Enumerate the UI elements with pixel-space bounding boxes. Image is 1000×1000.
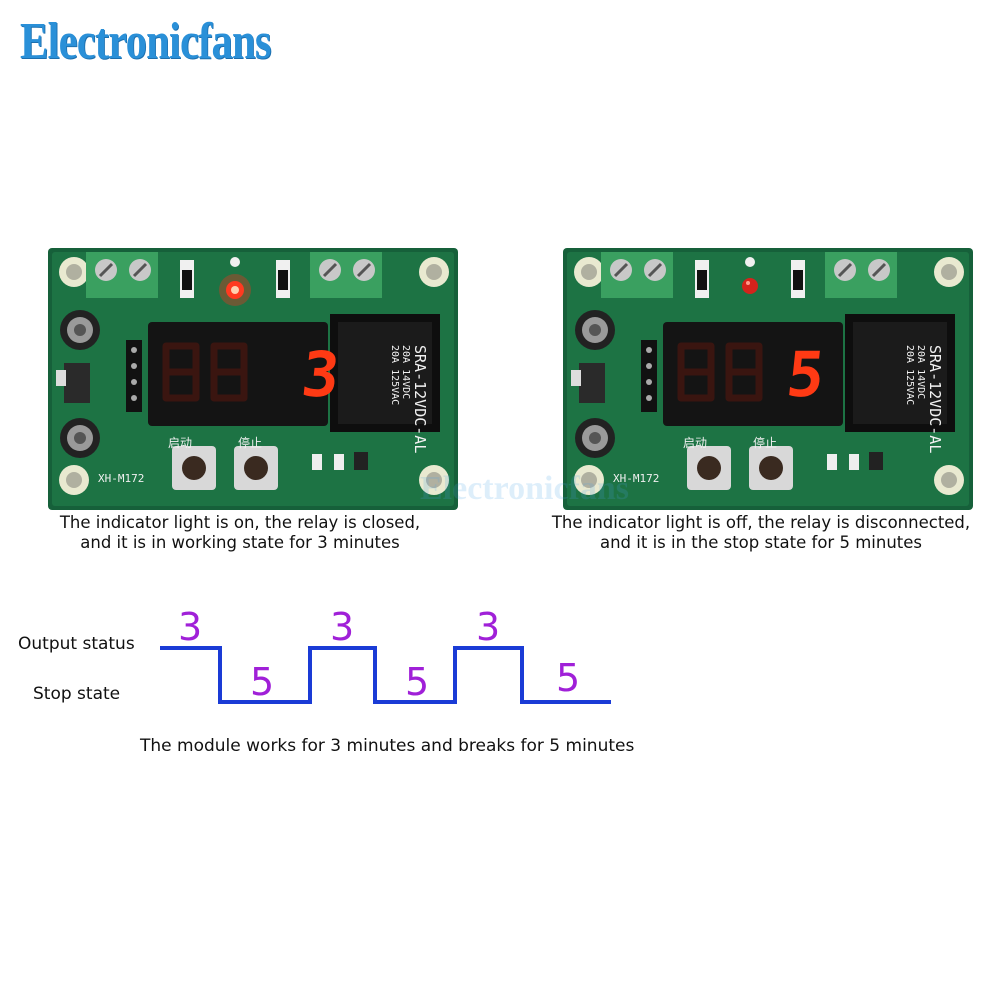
- brand-logo: Electronicfans: [20, 13, 271, 70]
- model-label: XH-M172: [98, 472, 145, 485]
- model-label: XH-M172: [613, 472, 660, 485]
- seven-segment-display: 3: [298, 338, 344, 411]
- seven-segment-display: 5: [783, 338, 829, 411]
- stop-button-label: 停止: [238, 436, 263, 450]
- relay-board-stopped: 5 SRA-12VDC-AL 20A 14VDC 20A 125VAC 启动 停…: [563, 248, 973, 510]
- high-duration-label: 3: [476, 605, 500, 649]
- stop-state-label: Stop state: [33, 684, 121, 704]
- high-duration-label: 3: [178, 605, 202, 649]
- pcb-illustration: [48, 248, 458, 510]
- timing-diagram: 3 5 3 5 3 5: [160, 605, 611, 704]
- relay-label: SRA-12VDC-AL 20A 14VDC 20A 125VAC: [389, 345, 429, 454]
- low-duration-label: 5: [250, 660, 274, 704]
- relay-label: SRA-12VDC-AL 20A 14VDC 20A 125VAC: [904, 345, 944, 454]
- high-duration-label: 3: [330, 605, 354, 649]
- relay-board-working: 3 SRA-12VDC-AL 20A 14VDC 20A 125VAC 启动 停…: [48, 248, 458, 510]
- start-button-label: 启动: [683, 436, 708, 450]
- caption-stopped: The indicator light is off, the relay is…: [526, 513, 996, 553]
- caption-line: The indicator light is on, the relay is …: [59, 513, 421, 532]
- output-status-label: Output status: [18, 634, 135, 654]
- caption-line: and it is in working state for 3 minutes: [80, 533, 400, 552]
- caption-line: and it is in the stop state for 5 minute…: [599, 533, 922, 552]
- start-button-label: 启动: [168, 436, 193, 450]
- pcb-illustration: [563, 248, 973, 510]
- caption-working: The indicator light is on, the relay is …: [5, 513, 475, 553]
- square-wave: [160, 646, 611, 704]
- low-duration-label: 5: [556, 656, 580, 700]
- timing-summary: The module works for 3 minutes and break…: [140, 736, 635, 756]
- stop-button-label: 停止: [753, 436, 778, 450]
- low-duration-label: 5: [405, 660, 429, 704]
- caption-line: The indicator light is off, the relay is…: [551, 513, 971, 532]
- watermark: Electronicfans: [420, 470, 630, 507]
